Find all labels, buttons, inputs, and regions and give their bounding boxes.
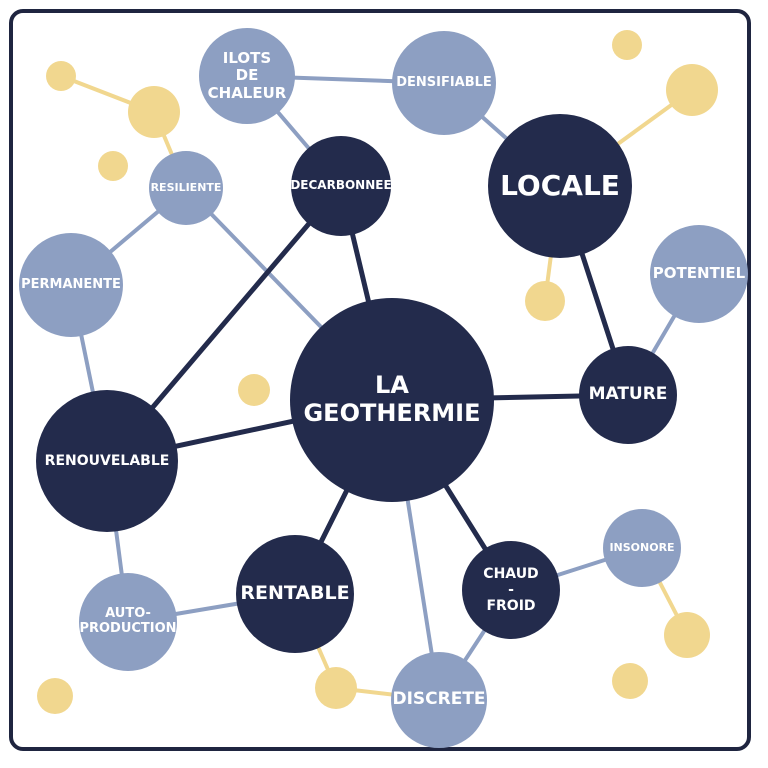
decorative-dot-bottom-left (37, 678, 73, 714)
node-rentable: RENTABLE (236, 535, 354, 653)
node-ilots: ILOTS DE CHALEUR (199, 28, 295, 124)
node-label-potentiel: POTENTIEL (652, 264, 746, 283)
diagram-frame (9, 9, 751, 751)
decorative-dot-top-small (612, 30, 642, 60)
node-mature: MATURE (579, 346, 677, 444)
node-discrete: DISCRETE (391, 652, 487, 748)
node-label-ilots: ILOTS DE CHALEUR (207, 49, 287, 102)
node-label-discrete: DISCRETE (392, 689, 486, 710)
node-label-autoproduction: AUTO- PRODUCTION (79, 606, 177, 636)
node-label-mature: MATURE (588, 384, 668, 405)
node-label-renouvelable: RENOUVELABLE (44, 452, 170, 469)
node-label-permanente: PERMANENTE (21, 276, 121, 292)
node-label-densifiable: DENSIFIABLE (396, 74, 492, 90)
node-center: LA GEOTHERMIE (290, 298, 494, 502)
node-resiliente: RESILIENTE (149, 151, 223, 225)
node-label-chaud-froid: CHAUD - FROID (483, 565, 539, 615)
node-renouvelable: RENOUVELABLE (36, 390, 178, 532)
node-label-resiliente: RESILIENTE (150, 180, 222, 194)
node-locale: LOCALE (488, 114, 632, 258)
decorative-dot-resiliente (128, 86, 180, 138)
decorative-dot-locale-below (525, 281, 565, 321)
node-potentiel: POTENTIEL (650, 225, 748, 323)
decorative-dot-mid-left (98, 151, 128, 181)
node-label-locale: LOCALE (500, 168, 620, 202)
decorative-dot-discrete (315, 667, 357, 709)
node-label-rentable: RENTABLE (240, 582, 350, 605)
node-autoproduction: AUTO- PRODUCTION (79, 573, 177, 671)
decorative-dot-topright (666, 64, 718, 116)
decorative-dot-insonore (664, 612, 710, 658)
decorative-dot-center-left (238, 374, 270, 406)
node-label-center: LA GEOTHERMIE (303, 371, 481, 427)
node-label-decarbonnee: DECARBONNEE (290, 178, 392, 193)
node-chaud-froid: CHAUD - FROID (462, 541, 560, 639)
decorative-dot-topleft (46, 61, 76, 91)
node-label-insonore: INSONORE (609, 540, 675, 554)
decorative-dot-right-small (612, 663, 648, 699)
node-densifiable: DENSIFIABLE (392, 31, 496, 135)
node-decarbonnee: DECARBONNEE (290, 136, 392, 236)
node-insonore: INSONORE (603, 509, 681, 587)
node-permanente: PERMANENTE (19, 233, 123, 337)
